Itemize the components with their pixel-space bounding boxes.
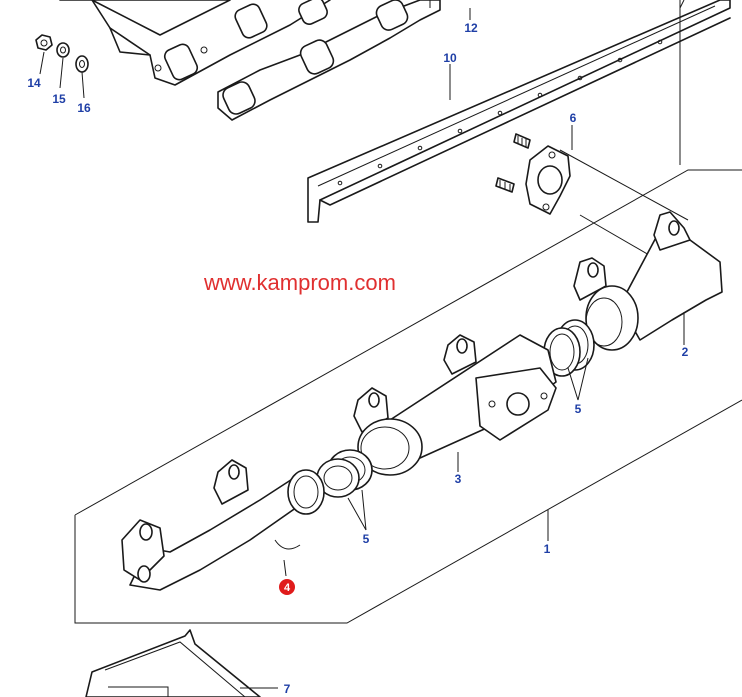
sealing-rings-5-right bbox=[543, 319, 595, 377]
callout-highlight-4: 4 bbox=[279, 579, 295, 595]
watermark-text: www.kamprom.com bbox=[203, 270, 396, 295]
upper-manifold-body bbox=[59, 0, 331, 86]
heat-shield-10 bbox=[307, 0, 731, 223]
callout-label-15: 15 bbox=[52, 92, 66, 106]
flange-gasket-6 bbox=[525, 145, 571, 215]
callout-label-1: 1 bbox=[544, 542, 551, 556]
sealing-rings-5-left bbox=[316, 449, 373, 498]
callout-label-5-left: 5 bbox=[363, 532, 370, 546]
callout-label-14: 14 bbox=[27, 76, 41, 90]
washer-15 bbox=[56, 42, 70, 58]
callout-label-3: 3 bbox=[455, 472, 462, 486]
callout-label-6: 6 bbox=[570, 111, 577, 125]
callout-label-12: 12 bbox=[464, 21, 478, 35]
callout-label-7: 7 bbox=[284, 682, 291, 696]
callout-label-4: 4 bbox=[284, 582, 291, 594]
manifold-section-3 bbox=[353, 334, 557, 476]
callout-label-5-right: 5 bbox=[575, 402, 582, 416]
callout-label-16: 16 bbox=[77, 101, 91, 115]
assembly-outline-1 bbox=[74, 169, 742, 624]
stud-upper bbox=[513, 133, 531, 149]
stud-lower bbox=[495, 177, 515, 193]
manifold-gasket-12 bbox=[217, 0, 441, 121]
manifold-section-2 bbox=[573, 211, 723, 351]
callout-label-2: 2 bbox=[682, 345, 689, 359]
lock-washer-16 bbox=[75, 55, 89, 73]
manifold-section-4 bbox=[121, 459, 325, 591]
nut-14 bbox=[35, 34, 53, 51]
callout-label-10: 10 bbox=[443, 51, 457, 65]
lower-heat-shield-7 bbox=[85, 629, 261, 697]
